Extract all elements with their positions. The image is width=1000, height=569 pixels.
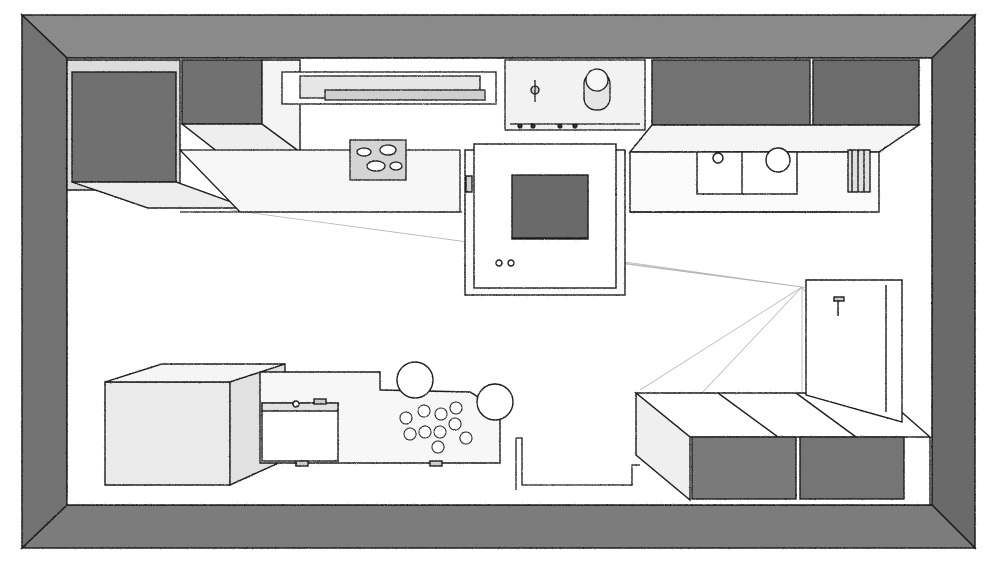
window bbox=[324, 89, 486, 101]
base-cabinet-1 bbox=[691, 436, 797, 500]
wall-cabinet-left bbox=[181, 59, 263, 125]
door-handle-icon bbox=[833, 296, 845, 302]
tall-cabinet-left bbox=[71, 71, 177, 183]
wall-bottom bbox=[20, 504, 977, 549]
door-right bbox=[805, 279, 903, 423]
wall-cabinets-top-right bbox=[628, 59, 922, 213]
cooktop bbox=[511, 174, 589, 240]
counter-bottom-run bbox=[104, 361, 514, 487]
counter-top-run bbox=[178, 71, 497, 213]
fridge-cabinet bbox=[104, 381, 231, 486]
knob-icon bbox=[507, 259, 515, 267]
base-cabinet-2 bbox=[799, 436, 905, 500]
sink-area bbox=[504, 59, 646, 131]
island bbox=[464, 143, 626, 296]
wall-cabinet-right-2 bbox=[812, 59, 920, 126]
fruit-bowl bbox=[349, 139, 407, 181]
wall-cabinet-right-1 bbox=[651, 59, 811, 126]
doorway-bottom bbox=[515, 437, 640, 490]
wall-left bbox=[21, 13, 68, 550]
wall-right bbox=[931, 13, 976, 550]
sink-bowl-round bbox=[765, 147, 791, 173]
wall-top bbox=[20, 14, 977, 59]
fruit-cluster bbox=[399, 401, 473, 454]
stool bbox=[396, 361, 434, 399]
stool bbox=[476, 383, 514, 421]
oven bbox=[261, 402, 339, 462]
knob-icon bbox=[495, 259, 503, 267]
tall-cabinets-top-left bbox=[66, 59, 303, 209]
